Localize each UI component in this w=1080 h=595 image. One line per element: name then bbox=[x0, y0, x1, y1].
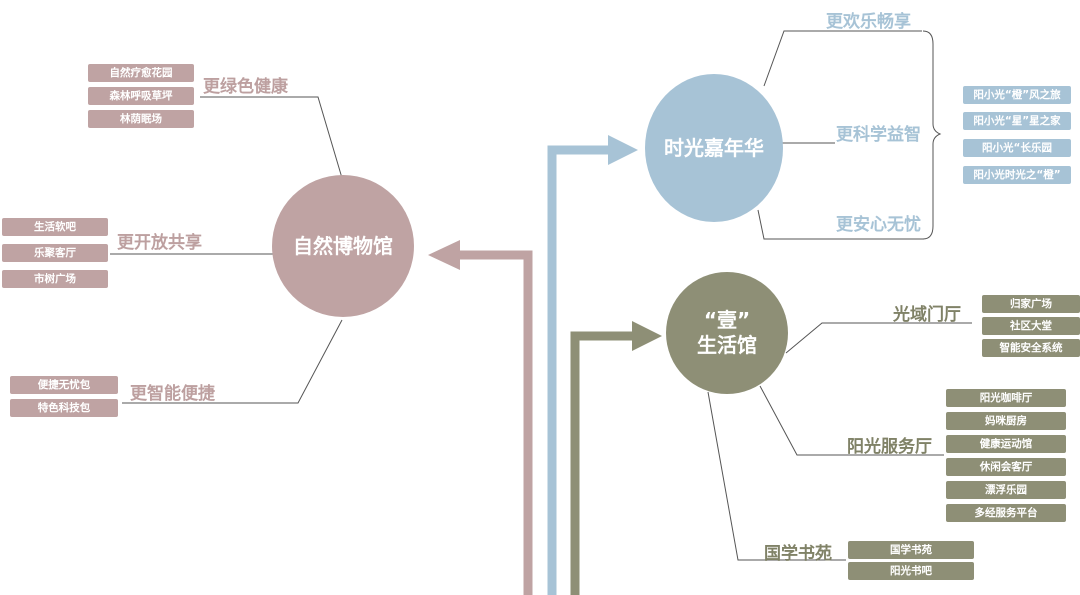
carnival-item: 阳小光“星”星之家 bbox=[963, 112, 1071, 130]
museum-branch-open: 更开放共享 bbox=[117, 233, 202, 253]
museum-item: 森林呼吸草坪 bbox=[88, 87, 194, 105]
museum-connectors bbox=[110, 96, 343, 404]
life-item: 国学书苑 bbox=[848, 541, 974, 559]
carnival-branch-science: 更科学益智 bbox=[836, 125, 921, 145]
life-item: 归家广场 bbox=[982, 295, 1080, 313]
carnival-item: 阳小光“橙”风之旅 bbox=[963, 86, 1071, 104]
olive-arrow bbox=[570, 321, 662, 595]
museum-item: 自然疗愈花园 bbox=[88, 64, 194, 82]
life-node-label: 生活馆 bbox=[697, 333, 757, 357]
museum-item: 市树广场 bbox=[2, 270, 108, 288]
carnival-node: 时光嘉年华 bbox=[645, 74, 783, 222]
museum-item: 特色科技包 bbox=[10, 399, 118, 417]
museum-item: 生活软吧 bbox=[2, 218, 108, 236]
museum-node: 自然博物馆 bbox=[272, 175, 414, 317]
carnival-node-label: 时光嘉年华 bbox=[664, 135, 764, 160]
life-item: 社区大堂 bbox=[982, 317, 1080, 335]
life-item: 多经服务平台 bbox=[946, 504, 1066, 522]
life-item: 漂浮乐园 bbox=[946, 481, 1066, 499]
life-item: 阳光书吧 bbox=[848, 562, 974, 580]
carnival-item: 阳小光“长乐园 bbox=[963, 139, 1071, 157]
museum-item: 林荫眠场 bbox=[88, 110, 194, 128]
life-item: 阳光咖啡厅 bbox=[946, 389, 1066, 407]
carnival-item: 阳小光时光之“橙” bbox=[963, 166, 1071, 184]
pink-arrow bbox=[428, 240, 533, 595]
museum-branch-smart: 更智能便捷 bbox=[130, 384, 215, 404]
carnival-connectors bbox=[757, 30, 942, 240]
life-branch-hall: 光域门厅 bbox=[893, 305, 961, 325]
carnival-branch-safe: 更安心无忧 bbox=[836, 215, 921, 235]
life-item: 妈咪厨房 bbox=[946, 412, 1066, 430]
museum-item: 乐聚客厅 bbox=[2, 244, 108, 262]
life-item: 智能安全系统 bbox=[982, 339, 1080, 357]
life-item: 健康运动馆 bbox=[946, 435, 1066, 453]
life-node-quote: “壹” bbox=[703, 308, 751, 332]
museum-item: 便捷无忧包 bbox=[10, 376, 118, 394]
life-branch-service: 阳光服务厅 bbox=[847, 437, 932, 457]
museum-branch-green: 更绿色健康 bbox=[203, 77, 288, 97]
museum-node-label: 自然博物馆 bbox=[293, 233, 393, 258]
life-item: 休闲会客厅 bbox=[946, 458, 1066, 476]
life-node: “壹” 生活馆 bbox=[666, 272, 788, 394]
life-branch-study: 国学书苑 bbox=[764, 544, 832, 564]
life-connectors bbox=[707, 322, 972, 561]
blue-arrow bbox=[547, 135, 638, 595]
carnival-branch-joy: 更欢乐畅享 bbox=[826, 12, 911, 32]
